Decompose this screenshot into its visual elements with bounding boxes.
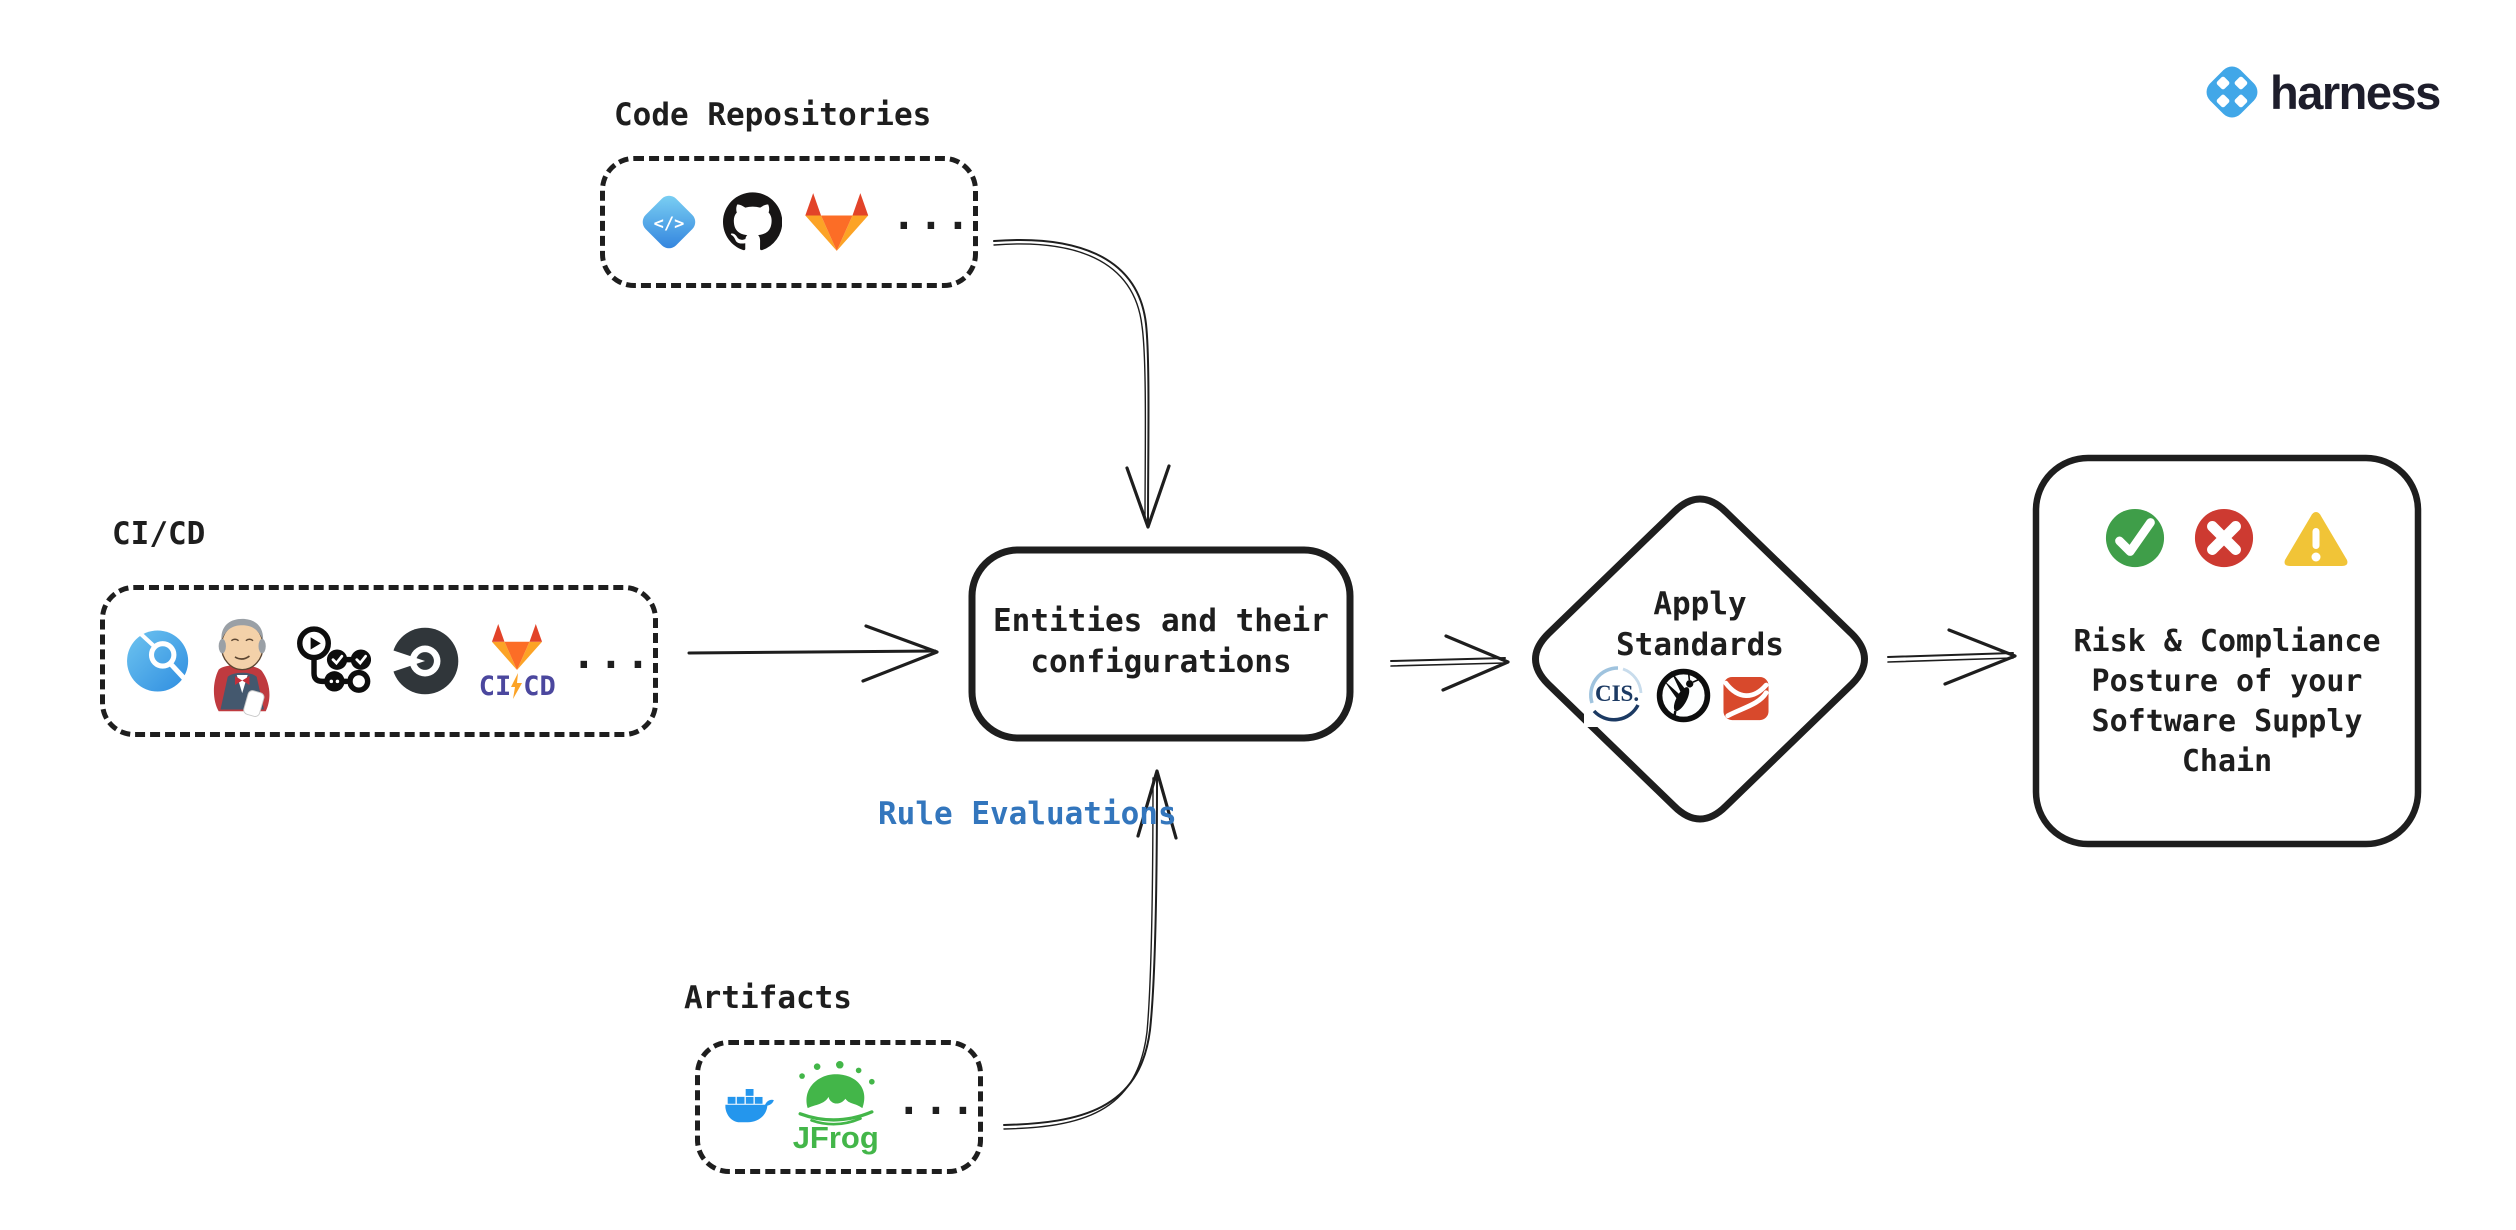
harness-code-icon: </> <box>642 195 696 249</box>
arrow-cicd-to-entities <box>687 624 939 683</box>
standards-ribbon-icon <box>1723 676 1769 721</box>
entities-box: Entities and their configurations <box>972 601 1350 683</box>
result-line-3: Software Supply <box>2091 704 2363 739</box>
harness-logo-icon <box>2206 66 2258 118</box>
entities-box-outline <box>968 546 1354 742</box>
entities-line-1: Entities and their <box>993 603 1329 639</box>
more-artifacts-ellipsis: ... <box>896 1078 978 1124</box>
apply-standards-line-1: Apply <box>1653 586 1747 622</box>
cicd-label: CI/CD <box>112 516 206 552</box>
result-line-1: Risk & Compliance <box>2073 624 2381 659</box>
jfrog-frog-icon <box>798 1061 875 1126</box>
code-repositories-box: </> ... <box>600 156 978 288</box>
entities-line-2: configurations <box>1030 644 1292 680</box>
artifacts-box: JFrog ... <box>695 1040 983 1174</box>
arrow-entities-to-standards <box>1390 634 1510 692</box>
owasp-icon <box>1656 668 1711 723</box>
cis-wordmark: CIS. <box>1595 681 1640 706</box>
more-cicd-ellipsis: ... <box>571 632 653 678</box>
result-line-2: Posture of your <box>2091 664 2363 699</box>
docker-icon <box>725 1089 774 1123</box>
jfrog-icon: JFrog <box>791 1061 881 1153</box>
artifacts-label: Artifacts <box>684 980 852 1016</box>
jenkins-icon <box>214 618 270 717</box>
rule-evaluations-label: Rule Evaluations <box>878 796 1177 832</box>
apply-standards-diamond-outline <box>1532 495 1868 823</box>
result-box: Risk & Compliance Posture of your Softwa… <box>2036 622 2418 782</box>
apply-standards-line-2: Standards <box>1616 627 1784 663</box>
github-actions-icon <box>296 626 371 693</box>
harness-ci-icon <box>127 630 189 692</box>
lightning-bolt-icon <box>511 673 523 699</box>
warning-triangle-icon <box>2284 512 2348 566</box>
gitlab-icon <box>805 193 869 251</box>
arrow-code-repos-to-rule-panel <box>993 238 1171 529</box>
svg-text:</>: </> <box>654 214 685 234</box>
arrow-standards-to-result <box>1887 628 2017 686</box>
result-status-icons <box>2036 507 2418 569</box>
result-line-4: Chain <box>2181 744 2273 779</box>
gitlab-cicd-icon: CI CD <box>479 623 556 700</box>
gitlab-fox-icon <box>492 623 543 670</box>
gitlab-cicd-text: CI CD <box>479 673 556 700</box>
gitlab-cd-text: CD <box>523 670 556 702</box>
fail-x-icon <box>2194 508 2254 568</box>
harness-wordmark: harness <box>2270 65 2441 119</box>
gitlab-ci-text: CI <box>478 670 512 702</box>
cis-arcs <box>1589 666 1643 722</box>
cicd-box: CI CD ... <box>100 585 658 737</box>
apply-standards-node: Apply Standards <box>1540 584 1860 666</box>
more-repos-ellipsis: ... <box>891 193 973 239</box>
harness-logo: harness <box>2202 62 2441 122</box>
code-repositories-label: Code Repositories <box>614 97 932 133</box>
github-icon <box>722 192 783 251</box>
pass-check-icon <box>2105 508 2165 568</box>
arrow-artifacts-to-entities <box>1003 769 1178 1130</box>
circleci-icon <box>389 627 458 695</box>
cis-icon: CIS. <box>1584 663 1648 727</box>
jfrog-wordmark: JFrog <box>792 1120 879 1155</box>
